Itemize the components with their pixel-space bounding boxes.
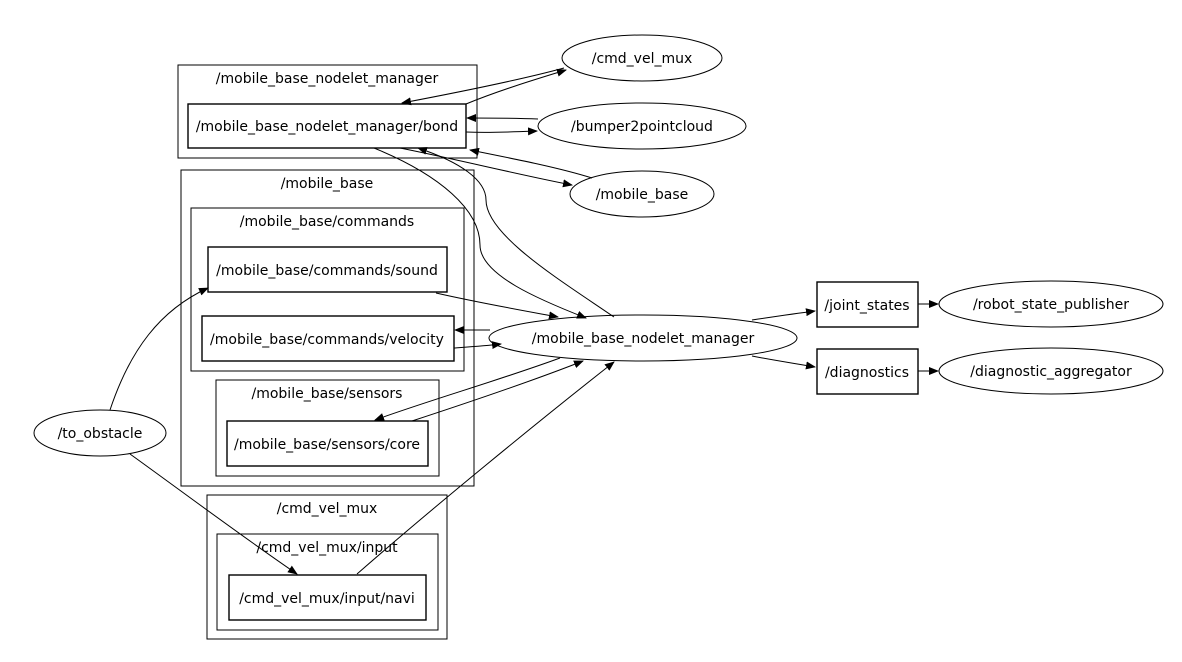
topic-label-bond: /mobile_base_nodelet_manager/bond — [196, 119, 458, 135]
node-to-obstacle[interactable]: /to_obstacle — [33, 409, 167, 457]
topic-label-diagnostics: /diagnostics — [825, 365, 909, 381]
node-label-diagnostic-aggregator: /diagnostic_aggregator — [970, 364, 1132, 380]
cluster-label-nodelet-manager: /mobile_base_nodelet_manager — [216, 71, 439, 87]
edge-sound-to-manager — [435, 292, 559, 320]
cluster-mobile-base: /mobile_base — [180, 169, 475, 487]
topic-core[interactable]: /mobile_base/sensors/core — [226, 420, 429, 467]
cluster-sensors: /mobile_base/sensors — [215, 379, 440, 477]
edge-manager-to-bond — [417, 147, 615, 318]
cluster-label-cmd-vel-mux: /cmd_vel_mux — [277, 501, 378, 517]
cluster-label-mobile-base: /mobile_base — [281, 176, 374, 192]
topic-label-sound: /mobile_base/commands/sound — [216, 263, 438, 279]
cluster-commands: /mobile_base/commands — [190, 207, 465, 372]
node-label-cmd-vel-mux: /cmd_vel_mux — [592, 51, 693, 67]
topic-label-navi: /cmd_vel_mux/input/navi — [239, 591, 415, 607]
node-label-robot-state-publisher: /robot_state_publisher — [973, 297, 1129, 313]
cluster-cmd-vel-mux: /cmd_vel_mux — [206, 494, 448, 640]
topic-joint-states[interactable]: /joint_states — [816, 281, 919, 328]
cluster-label-cmd-vel-mux-input: /cmd_vel_mux/input — [256, 540, 398, 556]
node-label-to-obstacle: /to_obstacle — [58, 426, 143, 442]
edge-to-obstacle-to-sound — [109, 287, 209, 411]
edge-manager-to-joint-states — [751, 308, 816, 321]
node-cmd-vel-mux[interactable]: /cmd_vel_mux — [561, 34, 723, 82]
node-bumper2pointcloud[interactable]: /bumper2pointcloud — [537, 102, 747, 150]
edge-bond-to-manager — [373, 147, 587, 319]
edge-manager-to-diagnostics — [751, 355, 816, 370]
node-label-bumper2pointcloud: /bumper2pointcloud — [571, 119, 713, 135]
edge-bumper-to-bond — [466, 114, 539, 123]
edge-cmd-vel-mux-to-bond — [401, 67, 565, 106]
topic-bond[interactable]: /mobile_base_nodelet_manager/bond — [187, 103, 467, 149]
cluster-label-commands: /mobile_base/commands — [240, 214, 414, 230]
topic-diagnostics[interactable]: /diagnostics — [816, 348, 919, 395]
cluster-nodelet-manager-group: /mobile_base_nodelet_manager — [177, 64, 478, 159]
topic-sound[interactable]: /mobile_base/commands/sound — [207, 246, 448, 293]
topic-label-velocity: /mobile_base/commands/velocity — [210, 332, 444, 348]
node-mobile-base[interactable]: /mobile_base — [569, 170, 715, 218]
edge-navi-to-manager — [356, 361, 615, 575]
topic-velocity[interactable]: /mobile_base/commands/velocity — [201, 315, 455, 362]
node-diagnostic-aggregator[interactable]: /diagnostic_aggregator — [938, 347, 1164, 395]
node-label-nodelet-manager: /mobile_base_nodelet_manager — [532, 331, 755, 347]
edge-to-obstacle-to-navi — [129, 453, 298, 575]
topic-label-joint-states: /joint_states — [824, 298, 909, 314]
edge-core-to-manager — [411, 360, 584, 422]
edge-velocity-to-manager — [453, 341, 502, 350]
cluster-cmd-vel-mux-input: /cmd_vel_mux/input — [216, 533, 439, 631]
edge-bond-to-cmd-vel-mux — [465, 68, 567, 105]
edge-manager-to-core — [374, 357, 561, 421]
cluster-label-sensors: /mobile_base/sensors — [252, 386, 403, 402]
topic-label-core: /mobile_base/sensors/core — [234, 437, 420, 453]
edge-mobile-base-to-bond — [469, 147, 593, 179]
topic-navi[interactable]: /cmd_vel_mux/input/navi — [228, 574, 427, 621]
edge-bond-to-bumper — [465, 127, 538, 136]
node-robot-state-publisher[interactable]: /robot_state_publisher — [938, 280, 1164, 328]
node-nodelet-manager[interactable]: /mobile_base_nodelet_manager — [488, 314, 798, 362]
node-label-mobile-base: /mobile_base — [596, 187, 689, 203]
